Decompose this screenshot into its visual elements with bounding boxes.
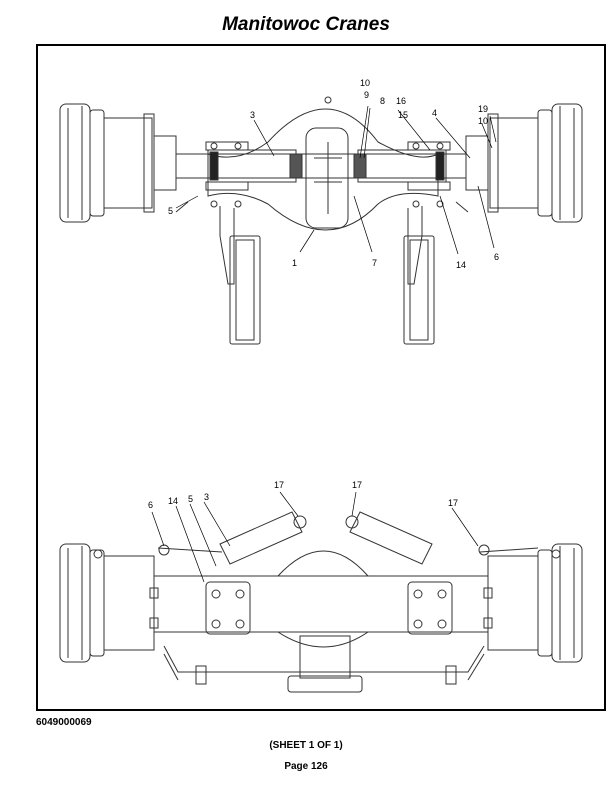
callout-10-right: 10 [478, 116, 488, 126]
callout-17-left: 17 [274, 480, 284, 490]
callout-5: 5 [168, 206, 173, 216]
callout-15: 15 [398, 110, 408, 120]
page-title: Manitowoc Cranes [222, 14, 390, 35]
right-wheel-hub-top [465, 103, 583, 223]
callout-10: 10 [360, 78, 370, 88]
callout-9: 9 [364, 90, 369, 100]
callout-3: 3 [250, 110, 255, 120]
callout-6-bottom: 6 [148, 500, 153, 510]
drawing-frame: 10 9 8 3 16 15 4 19 10 5 1 7 14 6 17 17 … [36, 44, 606, 711]
part-number: 6049000069 [36, 717, 92, 728]
callout-4: 4 [432, 108, 437, 118]
callout-16: 16 [396, 96, 406, 106]
callout-17-right: 17 [448, 498, 458, 508]
callout-17-center: 17 [352, 480, 362, 490]
axle-top-view [59, 96, 583, 345]
bottom-view-leaders [151, 491, 479, 583]
right-wheel-hub-bottom [487, 543, 583, 663]
callout-14: 14 [456, 260, 466, 270]
left-wheel-hub-bottom [59, 543, 155, 663]
axle-drawing: 10 9 8 3 16 15 4 19 10 5 1 7 14 6 17 17 … [59, 78, 583, 693]
callout-6: 6 [494, 252, 499, 262]
callout-1: 1 [292, 258, 297, 268]
callout-14-bottom: 14 [168, 496, 178, 506]
callout-7: 7 [372, 258, 377, 268]
callout-8: 8 [380, 96, 385, 106]
sheet-indicator: (SHEET 1 OF 1) [269, 740, 343, 751]
page-number: Page 126 [284, 761, 328, 772]
callout-5-bottom: 5 [188, 494, 193, 504]
axle-bottom-view [59, 511, 583, 693]
left-wheel-hub-top [59, 103, 177, 223]
callout-19: 19 [478, 104, 488, 114]
top-view-leaders [175, 105, 497, 255]
callout-3-bottom: 3 [204, 492, 209, 502]
